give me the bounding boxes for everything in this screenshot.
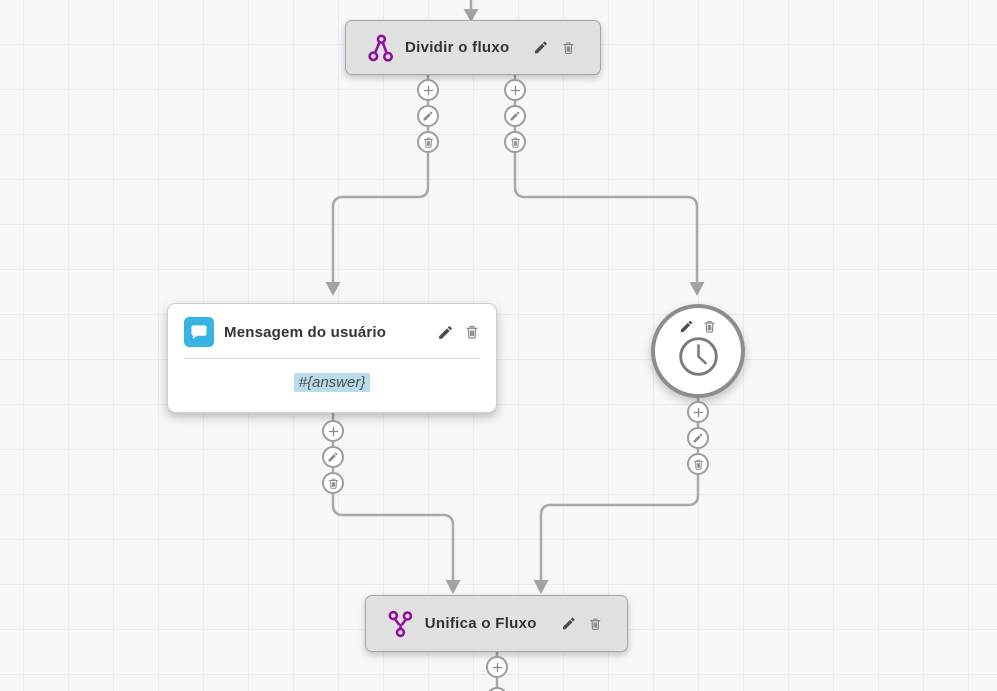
connector-edit-button[interactable] [486, 687, 508, 691]
trash-icon [328, 478, 338, 489]
trash-icon [510, 137, 520, 148]
connector-add-button[interactable] [486, 656, 508, 678]
plus-icon [492, 662, 502, 672]
trash-icon[interactable] [561, 40, 576, 56]
plus-icon [328, 426, 338, 436]
chat-bubble-glyph [191, 325, 207, 339]
connector-add-button[interactable] [687, 401, 709, 423]
connector-edit-button[interactable] [417, 105, 439, 127]
merge-flow-icon [388, 610, 413, 637]
connector-edit-button[interactable] [322, 446, 344, 468]
connector-add-button[interactable] [417, 79, 439, 101]
node-merge-flow[interactable]: Unifica o Fluxo [365, 595, 628, 652]
plus-icon [510, 85, 520, 95]
node-split-flow[interactable]: Dividir o fluxo [345, 20, 601, 75]
card-body: #{answer} [168, 359, 496, 406]
connector-delete-button[interactable] [504, 131, 526, 153]
node-label: Dividir o fluxo [404, 39, 510, 56]
node-label: Unifica o Fluxo [424, 615, 537, 632]
trash-icon[interactable] [702, 319, 717, 334]
plus-icon [423, 85, 433, 95]
pencil-icon [328, 452, 338, 462]
trash-icon[interactable] [588, 616, 603, 632]
trash-icon[interactable] [464, 324, 480, 340]
card-header: Mensagem do usuário [168, 304, 496, 358]
pencil-icon [423, 111, 433, 121]
plus-icon [693, 407, 703, 417]
card-divider [184, 358, 480, 359]
pencil-icon[interactable] [437, 324, 454, 341]
connector-add-button[interactable] [322, 420, 344, 442]
variable-chip[interactable]: #{answer} [293, 373, 371, 392]
pencil-icon [510, 111, 520, 121]
split-flow-icon [368, 33, 393, 62]
connector-edit-button[interactable] [504, 105, 526, 127]
chat-bubble-icon [184, 317, 214, 347]
connector-delete-button[interactable] [687, 453, 709, 475]
node-wait[interactable] [651, 304, 745, 398]
pencil-icon[interactable] [561, 615, 577, 632]
trash-icon [423, 137, 433, 148]
trash-icon [693, 459, 703, 470]
node-actions [679, 319, 717, 334]
pencil-icon[interactable] [679, 319, 694, 334]
connector-delete-button[interactable] [417, 131, 439, 153]
node-label: Mensagem do usuário [224, 323, 387, 341]
pencil-icon[interactable] [533, 39, 549, 56]
connector-edit-button[interactable] [687, 427, 709, 449]
connector-add-button[interactable] [504, 79, 526, 101]
pencil-icon [693, 433, 703, 443]
node-user-message[interactable]: Mensagem do usuário #{answer} [167, 303, 497, 413]
clock-icon [678, 337, 718, 376]
connector-delete-button[interactable] [322, 472, 344, 494]
